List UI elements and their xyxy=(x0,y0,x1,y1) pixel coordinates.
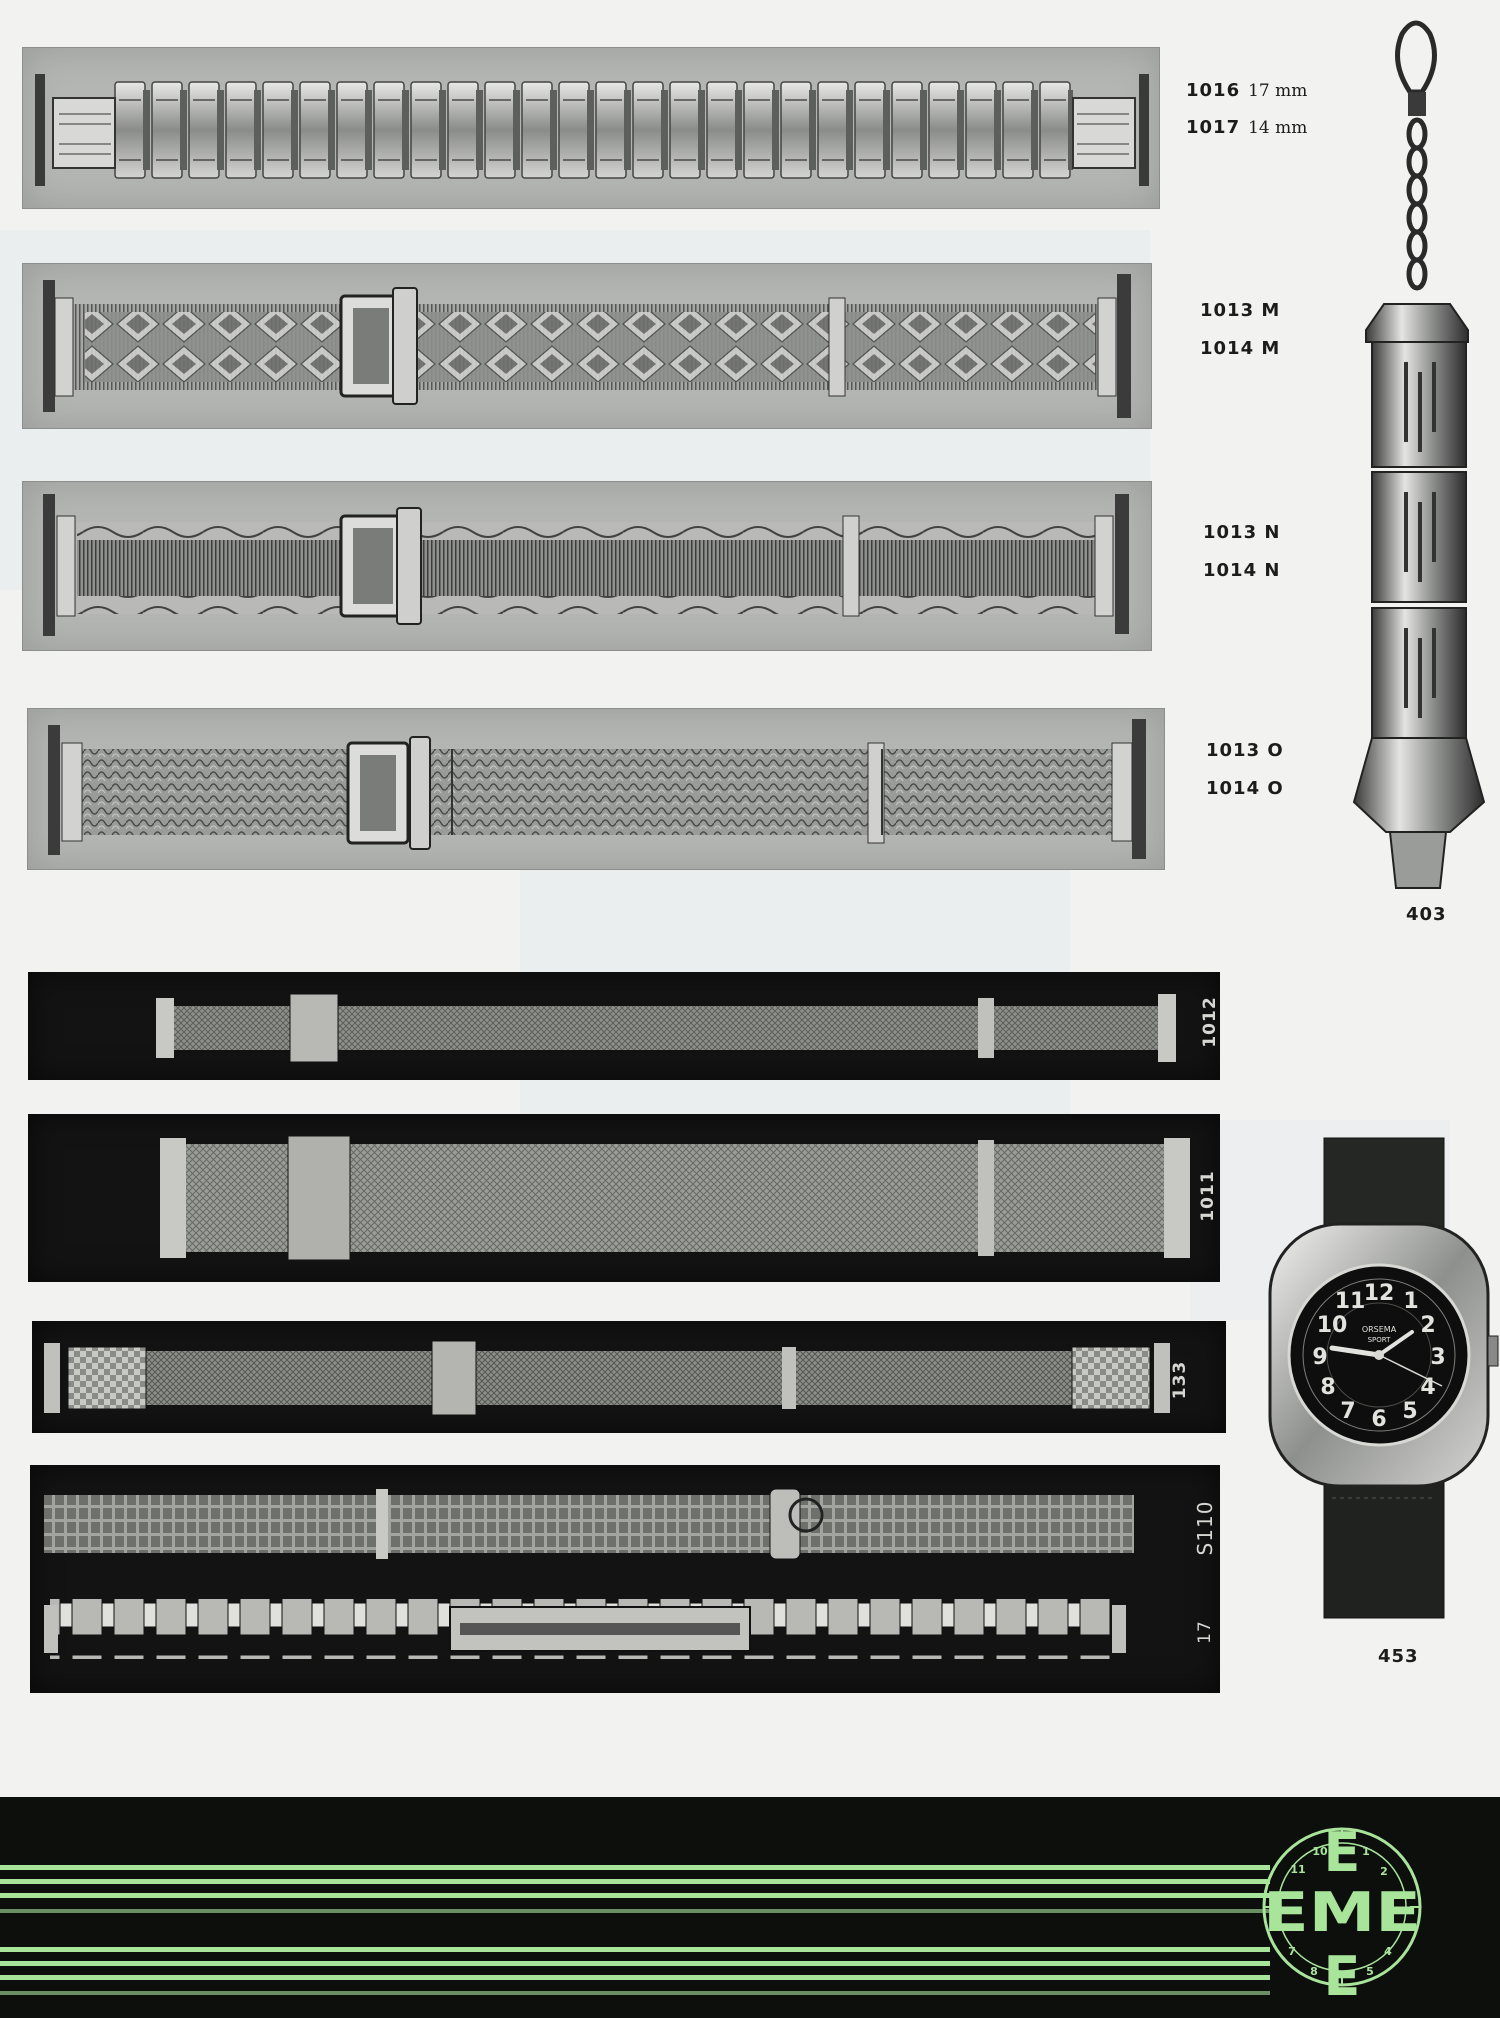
link-bracelets-image xyxy=(44,1488,1134,1659)
accent-stripe xyxy=(0,1893,1270,1898)
svg-text:12: 12 xyxy=(1364,1281,1395,1306)
model-code-133: 133 xyxy=(1170,1360,1190,1400)
bracelet-photo-1011 xyxy=(28,1114,1220,1282)
model-code-1014n: 1014 N xyxy=(1203,560,1281,581)
svg-text:5: 5 xyxy=(1402,1399,1417,1424)
model-code-453: 453 xyxy=(1378,1646,1419,1667)
bracelet-photo-133 xyxy=(32,1321,1226,1433)
expanding-bracelet-image xyxy=(43,274,1131,418)
model-code-1012: 1012 xyxy=(1200,996,1220,1048)
watch-subtitle: SPORT xyxy=(1368,1336,1392,1344)
accent-stripe xyxy=(0,1991,1270,1995)
bracelet-photo-s110-17 xyxy=(30,1465,1220,1693)
model-code-1013m: 1013 M xyxy=(1200,300,1281,321)
watch-fob-pendant-image xyxy=(1352,20,1486,889)
svg-text:3: 3 xyxy=(1430,1345,1445,1370)
mesh-bracelet-image xyxy=(160,1135,1190,1261)
bracelet-photo-1013o xyxy=(27,708,1165,870)
svg-text:9: 9 xyxy=(1312,1345,1327,1370)
mesh-bracelet-image xyxy=(44,1340,1170,1416)
svg-text:6: 6 xyxy=(1371,1407,1386,1432)
bracelet-photo-1016 xyxy=(22,47,1160,209)
svg-text:1: 1 xyxy=(1362,1845,1370,1858)
accent-stripe xyxy=(0,1879,1270,1884)
logo-letter-top: E xyxy=(1324,1821,1361,1884)
model-code-s110: S110 xyxy=(1193,1500,1217,1556)
eme-logo: 10 12 45 8 11 7 E EME E xyxy=(1262,1821,1422,2005)
watch-brand: ORSEMA xyxy=(1362,1325,1397,1334)
bracelet-photo-1012 xyxy=(28,972,1220,1080)
bracelet-photo-1013m xyxy=(22,263,1152,429)
logo-text: EME xyxy=(1263,1881,1421,1944)
model-code-1013o: 1013 O xyxy=(1206,740,1284,761)
accent-stripe xyxy=(0,1961,1270,1966)
model-code-403: 403 xyxy=(1406,904,1447,925)
svg-text:10: 10 xyxy=(1317,1313,1348,1338)
svg-text:2: 2 xyxy=(1420,1313,1435,1338)
expanding-bracelet-image xyxy=(43,494,1129,636)
svg-text:11: 11 xyxy=(1290,1863,1305,1876)
accent-stripe xyxy=(0,1909,1270,1913)
svg-text:1: 1 xyxy=(1403,1289,1418,1314)
svg-text:10: 10 xyxy=(1312,1845,1328,1858)
expanding-bracelet-image xyxy=(48,719,1146,859)
svg-text:11: 11 xyxy=(1335,1289,1366,1314)
logo-letter-bottom: E xyxy=(1324,1945,1361,2005)
svg-text:5: 5 xyxy=(1366,1965,1374,1978)
mesh-bracelet-image xyxy=(156,993,1176,1063)
model-code-1014o: 1014 O xyxy=(1206,778,1284,799)
model-code-1011: 1011 xyxy=(1198,1170,1218,1222)
accent-stripe xyxy=(0,1975,1270,1980)
svg-text:4: 4 xyxy=(1384,1945,1392,1958)
accent-stripe xyxy=(0,1947,1270,1952)
svg-text:2: 2 xyxy=(1380,1865,1388,1878)
model-code-17: 17 xyxy=(1195,1620,1215,1644)
model-code-1014m: 1014 M xyxy=(1200,338,1281,359)
accent-stripe xyxy=(0,1865,1270,1870)
svg-text:7: 7 xyxy=(1340,1399,1355,1424)
model-code-1013n: 1013 N xyxy=(1203,522,1281,543)
svg-text:7: 7 xyxy=(1288,1945,1296,1958)
svg-text:8: 8 xyxy=(1320,1375,1335,1400)
svg-text:8: 8 xyxy=(1310,1965,1318,1978)
bracelet-photo-1013n xyxy=(22,481,1152,651)
link-bracelet-image xyxy=(35,74,1149,186)
